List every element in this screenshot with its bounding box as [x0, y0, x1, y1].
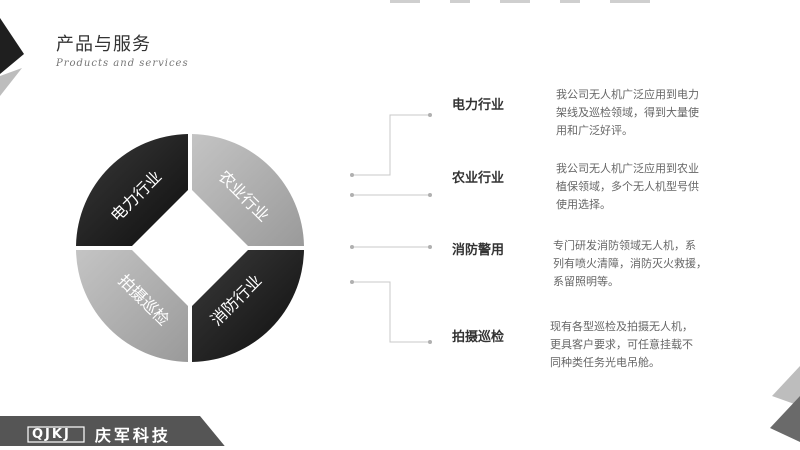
page-title: 产品与服务 — [56, 34, 151, 55]
service-title-fire: 消防警用 — [452, 243, 505, 258]
corner-decoration-bottom-right — [770, 366, 800, 442]
top-dash — [560, 0, 580, 3]
ring-segment-power — [76, 134, 188, 246]
ring-segment-agriculture — [192, 134, 304, 246]
ring-segment-fire — [192, 250, 304, 362]
service-ring: 电力行业 农业行业 消防行业 拍摄巡检 — [76, 134, 304, 362]
service-title-agriculture: 农业行业 — [452, 171, 505, 186]
service-description-inspection: 现有各型巡检及拍摄无人机， 更具客户要求，可任意挂载不 同种类任务光电吊舱。 — [550, 320, 693, 369]
service-description-agriculture: 我公司无人机广泛应用到农业 植保领域，多个无人机型号供 使用选择。 — [556, 162, 699, 211]
service-title-inspection: 拍摄巡检 — [452, 330, 505, 345]
footer-band — [0, 416, 225, 446]
service-description-fire: 专门研发消防领域无人机，系 列有喷火清障，消防灭火救援， 系留照明等。 — [553, 239, 707, 288]
company-name: 庆军科技 — [94, 426, 171, 445]
top-dash — [610, 0, 650, 3]
top-dash — [450, 0, 470, 3]
company-logo: QJKJ — [32, 426, 71, 442]
ring-segment-inspection — [76, 250, 188, 362]
connector-lines — [350, 113, 432, 344]
page-subtitle: Products and services — [56, 58, 189, 69]
service-description-power: 我公司无人机广泛应用到电力 架线及巡检领域，得到大量使 用和广泛好评。 — [556, 88, 699, 137]
footer-brand: QJKJ 庆军科技 — [32, 424, 171, 445]
top-dash — [500, 0, 530, 3]
service-title-power: 电力行业 — [452, 98, 505, 113]
corner-decoration-top-left — [0, 18, 24, 96]
top-dash — [390, 0, 420, 3]
